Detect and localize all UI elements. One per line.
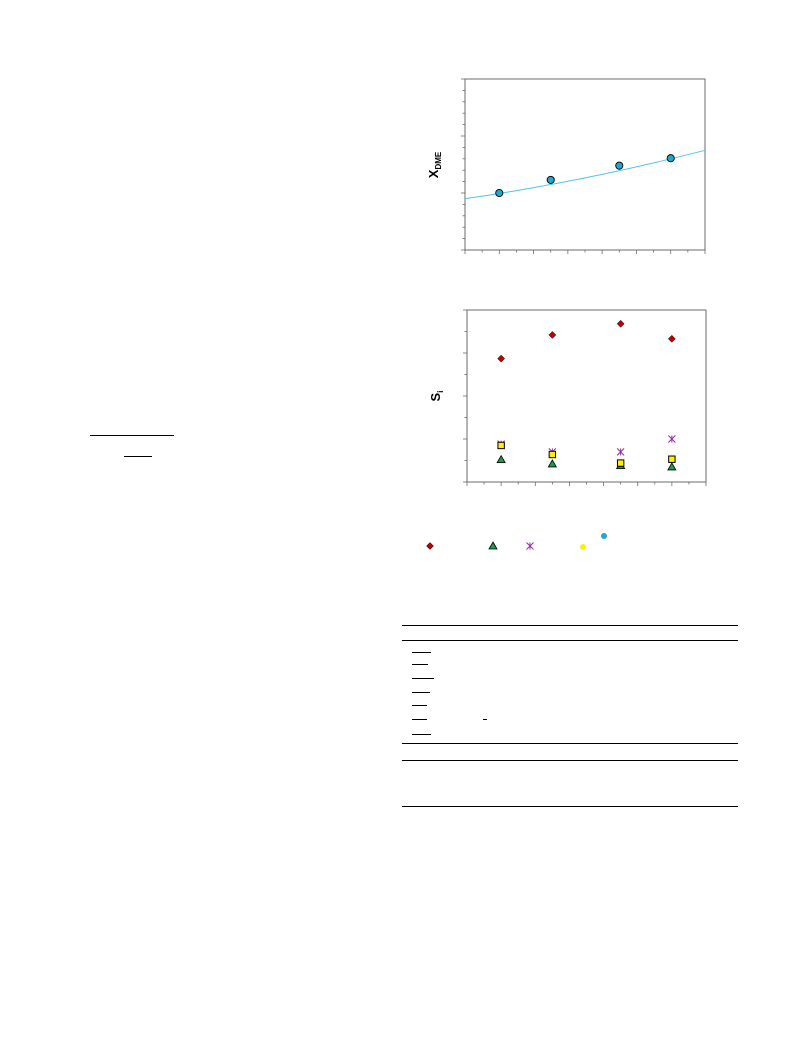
data-point-diamond — [668, 334, 676, 343]
data-point-circle — [666, 154, 675, 163]
chart-xdme: XDME — [0, 0, 793, 300]
data-point-asterisk — [668, 435, 676, 443]
legend-marker-diamond — [426, 542, 434, 550]
data-point-diamond — [616, 319, 625, 328]
data-point-triangle — [667, 462, 677, 471]
data-point-triangle — [496, 454, 506, 464]
data-point-triangle — [547, 459, 558, 468]
chart-selectivity: Si — [426, 309, 707, 550]
data-point-asterisk — [616, 448, 625, 456]
data-point-circle — [546, 175, 555, 184]
trendline — [464, 149, 706, 200]
data-point-square — [616, 459, 625, 467]
table-end-rule — [402, 806, 738, 807]
table-row-mark — [412, 652, 431, 653]
table-row-mark — [412, 705, 427, 706]
chart-xdme-svg: XDME — [426, 78, 706, 254]
fraction-bar-short — [124, 456, 152, 457]
table-row-mark — [412, 678, 434, 679]
table-row-mark — [412, 719, 427, 720]
table-header-rule — [402, 640, 738, 641]
data-point-square — [548, 450, 557, 459]
data-point-square — [497, 441, 505, 450]
data-point-circle — [615, 161, 624, 170]
table-notes-rule — [402, 760, 738, 761]
data-point-circle — [495, 188, 504, 198]
chart-selectivity-svg: Si — [426, 309, 707, 550]
data-point-diamond — [497, 354, 505, 363]
y-axis-title: Si — [428, 391, 445, 402]
legend-marker-dot — [580, 544, 586, 550]
legend-marker-triangle — [488, 541, 498, 550]
table-top-rule — [402, 625, 738, 626]
y-axis-title: XDME — [426, 151, 443, 178]
data-point-square — [668, 455, 676, 463]
table-row-mark — [412, 734, 431, 735]
legend-marker-dot — [601, 533, 607, 539]
table-row-mark — [412, 692, 430, 693]
table-small-dash — [483, 719, 487, 720]
data-point-diamond — [548, 331, 557, 339]
table-bottom-rule — [402, 743, 738, 744]
legend-marker-asterisk — [526, 542, 534, 550]
table-row-mark — [412, 664, 428, 665]
fraction-bar-long — [90, 435, 174, 436]
